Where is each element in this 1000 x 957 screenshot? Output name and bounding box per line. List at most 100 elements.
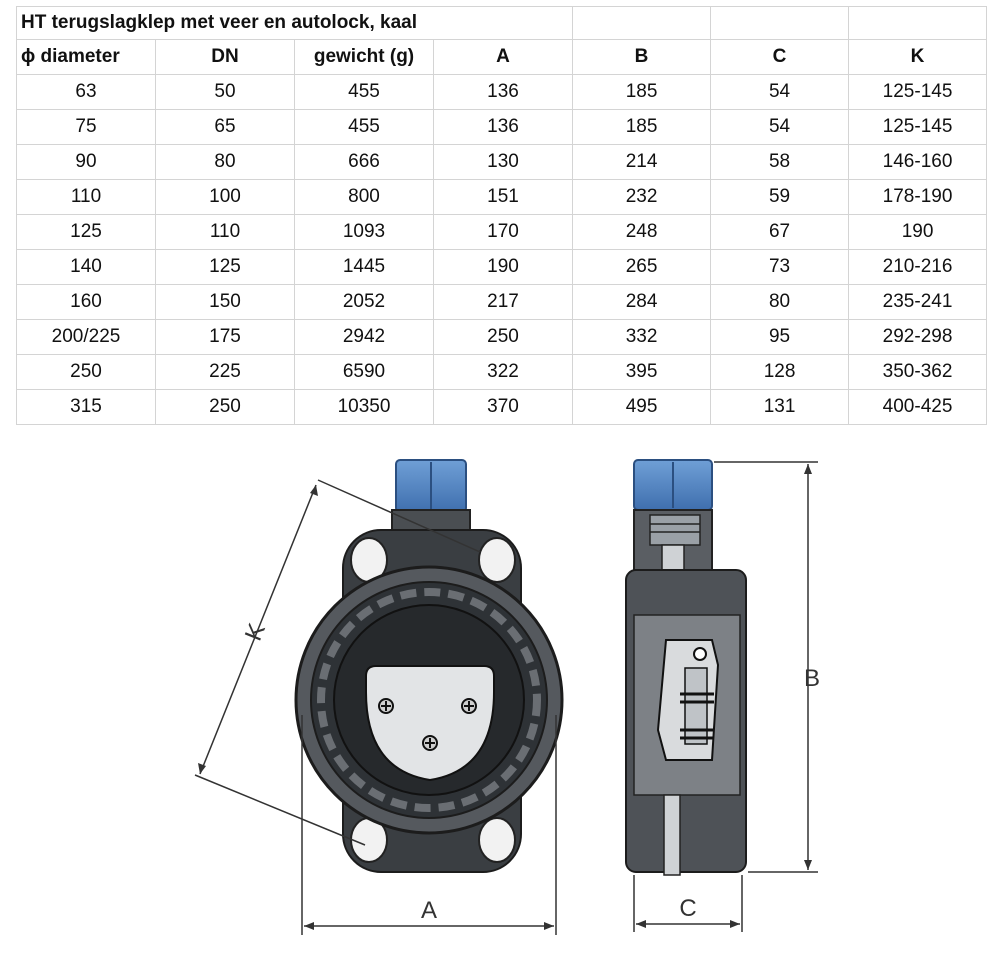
title-row: HT terugslagklep met veer en autolock, k…: [15, 6, 988, 40]
dimension-a: A: [301, 715, 557, 935]
header-a: A: [432, 39, 574, 75]
table-cell: 455: [294, 109, 434, 145]
table-cell: 175: [155, 319, 295, 355]
table-cell: 455: [294, 74, 434, 110]
table-cell: 265: [572, 249, 712, 285]
table-cell: 80: [710, 284, 850, 320]
table-cell: 67: [710, 214, 850, 250]
table-cell: 1093: [294, 214, 434, 250]
table-cell: 292-298: [848, 319, 988, 355]
table-cell: 58: [710, 144, 850, 180]
table-cell: 75: [16, 109, 156, 145]
table-cell: 110: [16, 179, 156, 215]
table-cell: 495: [572, 389, 712, 425]
table-cell: 6590: [294, 354, 434, 390]
table-cell: 59: [710, 179, 850, 215]
table-cell: 50: [155, 74, 295, 110]
title-empty-cell: [848, 6, 988, 40]
table-cell: 250: [432, 319, 574, 355]
table-cell: 170: [432, 214, 574, 250]
header-k: K: [848, 39, 988, 75]
table-cell: 322: [432, 354, 574, 390]
table-cell: 332: [572, 319, 712, 355]
table-title: HT terugslagklep met veer en autolock, k…: [15, 6, 574, 40]
table-cell: 10350: [294, 389, 434, 425]
table-cell: 150: [155, 284, 295, 320]
table-cell: 73: [710, 249, 850, 285]
table-cell: 200/225: [16, 319, 156, 355]
table-cell: 185: [572, 109, 712, 145]
table-cell: 2942: [294, 319, 434, 355]
table-cell: 370: [432, 389, 574, 425]
spec-table: HT terugslagklep met veer en autolock, k…: [15, 6, 988, 425]
table-cell: 190: [432, 249, 574, 285]
title-empty-cell: [710, 6, 850, 40]
label-k: K: [240, 620, 271, 645]
table-cell: 250: [155, 389, 295, 425]
table-cell: 136: [432, 74, 574, 110]
table-cell: 151: [432, 179, 574, 215]
table-cell: 128: [710, 354, 850, 390]
table-cell: 210-216: [848, 249, 988, 285]
table-cell: 395: [572, 354, 712, 390]
table-cell: 146-160: [848, 144, 988, 180]
table-cell: 131: [710, 389, 850, 425]
table-cell: 232: [572, 179, 712, 215]
table-cell: 130: [432, 144, 574, 180]
table-cell: 250: [16, 354, 156, 390]
table-cell: 190: [848, 214, 988, 250]
table-cell: 235-241: [848, 284, 988, 320]
front-view: [294, 459, 564, 873]
header-c: C: [710, 39, 850, 75]
table-cell: 185: [572, 74, 712, 110]
label-a: A: [421, 897, 437, 924]
header-row: ϕ diameter DN gewicht (g) A B C K: [16, 39, 988, 75]
table-cell: 54: [710, 74, 850, 110]
table-cell: 160: [16, 284, 156, 320]
table-cell: 136: [432, 109, 574, 145]
valve-drawing: A K B: [194, 459, 820, 935]
header-diameter: ϕ diameter: [16, 39, 156, 75]
table-cell: 800: [294, 179, 434, 215]
dimension-c: C: [633, 875, 743, 932]
table-cell: 400-425: [848, 389, 988, 425]
table-cell: 90: [16, 144, 156, 180]
label-c: C: [679, 895, 696, 922]
table-cell: 125-145: [848, 74, 988, 110]
table-cell: 214: [572, 144, 712, 180]
table-cell: 65: [155, 109, 295, 145]
table-cell: 350-362: [848, 354, 988, 390]
table-cell: 2052: [294, 284, 434, 320]
header-dn: DN: [155, 39, 295, 75]
dimension-k: K: [194, 479, 481, 846]
table-cell: 225: [155, 354, 295, 390]
table-cell: 100: [155, 179, 295, 215]
table-cell: 315: [16, 389, 156, 425]
dimension-b: B: [714, 461, 820, 873]
title-empty-cell: [572, 6, 712, 40]
table-cell: 125: [16, 214, 156, 250]
table-cell: 54: [710, 109, 850, 145]
table-cell: 1445: [294, 249, 434, 285]
table-cell: 248: [572, 214, 712, 250]
table-cell: 125-145: [848, 109, 988, 145]
header-weight: gewicht (g): [294, 39, 434, 75]
table-cell: 217: [432, 284, 574, 320]
table-cell: 95: [710, 319, 850, 355]
table-cell: 63: [16, 74, 156, 110]
table-cell: 110: [155, 214, 295, 250]
table-cell: 666: [294, 144, 434, 180]
table-cell: 140: [16, 249, 156, 285]
table-cell: 125: [155, 249, 295, 285]
header-b: B: [572, 39, 712, 75]
